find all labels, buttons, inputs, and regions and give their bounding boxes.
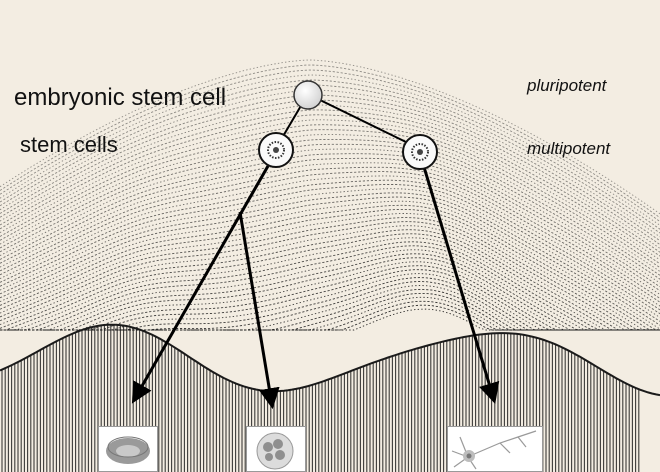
label-stem-cells: stem cells bbox=[20, 132, 118, 158]
neutrophil-image bbox=[246, 426, 306, 472]
contour-line bbox=[0, 238, 660, 330]
contour-line bbox=[0, 149, 660, 283]
stem-cell-left bbox=[259, 133, 293, 167]
contour-line bbox=[0, 95, 660, 241]
label-multipotent: multipotent bbox=[527, 139, 610, 159]
stem-cell-right bbox=[403, 135, 437, 169]
contour-line bbox=[0, 309, 660, 330]
contour-line bbox=[0, 234, 660, 330]
contour-line bbox=[0, 154, 660, 287]
contour-line bbox=[0, 262, 660, 330]
contour-line bbox=[0, 176, 660, 306]
contour-line bbox=[0, 144, 660, 279]
contour-line bbox=[0, 167, 660, 298]
contour-line bbox=[0, 172, 660, 303]
contour-line bbox=[0, 282, 660, 331]
label-pluripotent: pluripotent bbox=[527, 76, 606, 96]
embryonic-stem-cell bbox=[294, 81, 322, 109]
contour-line bbox=[0, 246, 660, 330]
contour-line bbox=[0, 258, 660, 330]
valley-floor-line bbox=[0, 325, 660, 395]
contour-line bbox=[0, 293, 660, 330]
contour-line bbox=[0, 139, 660, 275]
red-blood-cell-image bbox=[98, 426, 158, 472]
contour-line bbox=[0, 274, 660, 330]
contour-line bbox=[0, 214, 660, 331]
contour-line bbox=[0, 205, 660, 330]
contour-line bbox=[0, 286, 660, 331]
label-embryonic-stem-cell: embryonic stem cell bbox=[14, 84, 226, 112]
neuron-image bbox=[447, 426, 543, 472]
contour-line bbox=[0, 90, 660, 237]
